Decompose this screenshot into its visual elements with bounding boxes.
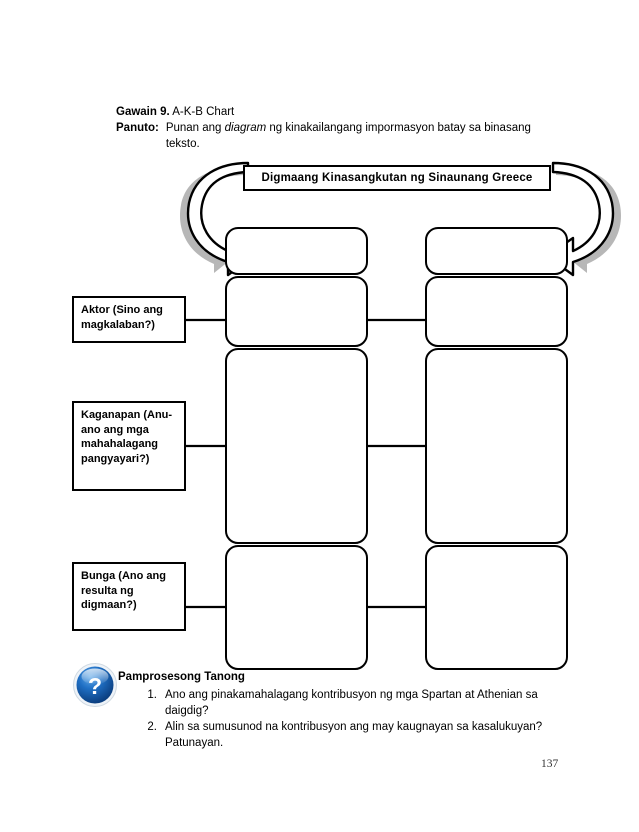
directive-label: Panuto: [116,122,159,134]
directive-text-post: ng kinakailangang impormasyon batay sa b… [165,122,531,150]
question-mark-icon: ? [72,662,118,708]
question-item: 2. Alin sa sumusunod na kontribusyon ang… [134,720,594,751]
question-number: 2. [147,721,157,733]
svg-text:?: ? [88,673,102,699]
instruction-block: Gawain 9. A-K-B Chart Panuto: Punan ang … [116,104,586,152]
directive-text-pre: Punan ang [165,122,225,134]
question-text: Ano ang pinakamahalagang kontribusyon ng… [165,689,538,717]
page-number: 137 [541,758,559,770]
answer-cell-left-2[interactable] [225,276,368,347]
answer-cell-left-1[interactable] [225,227,368,275]
diagram-title-text: Digmaang Kinasangkutan ng Sinaunang Gree… [261,172,533,184]
directive-row: Panuto: Punan ang diagram ng kinakailang… [116,120,586,152]
activity-title: A-K-B Chart [172,106,235,118]
question-text: Alin sa sumusunod na kontribusyon ang ma… [165,721,543,749]
activity-heading: Gawain 9. A-K-B Chart [116,104,586,120]
processing-questions-heading: Pamprosesong Tanong [118,671,245,683]
directive-text-italic: diagram [224,122,267,134]
answer-cell-right-2[interactable] [425,276,568,347]
answer-cell-right-4[interactable] [425,545,568,670]
row-label-aktor: Aktor (Sino ang magkalaban?) [72,296,186,343]
answer-cell-left-3[interactable] [225,348,368,544]
processing-questions-list: 1. Ano ang pinakamahalagang kontribusyon… [134,688,594,752]
question-number: 1. [147,689,157,701]
directive-text: Punan ang diagram ng kinakailangang impo… [166,120,556,152]
row-label-kaganapan: Kaganapan (Anu-ano ang mga mahahalagang … [72,401,186,491]
question-item: 1. Ano ang pinakamahalagang kontribusyon… [134,688,594,719]
answer-cell-right-1[interactable] [425,227,568,275]
activity-label: Gawain 9. [116,106,170,118]
answer-cell-left-4[interactable] [225,545,368,670]
diagram-title-box: Digmaang Kinasangkutan ng Sinaunang Gree… [243,165,551,191]
row-label-bunga: Bunga (Ano ang resulta ng digmaan?) [72,562,186,631]
answer-cell-right-3[interactable] [425,348,568,544]
